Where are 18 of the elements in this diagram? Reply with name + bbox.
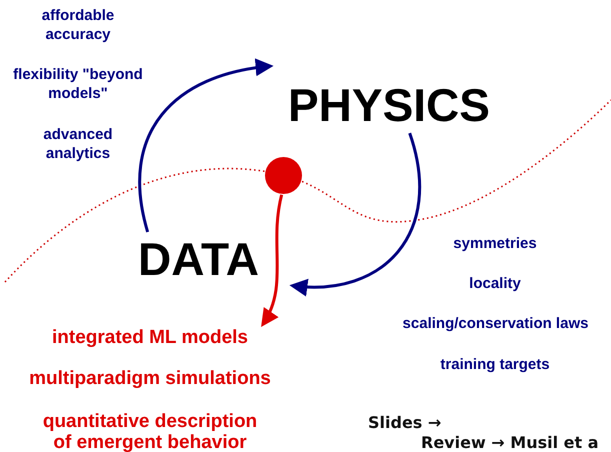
annotation-text: affordable accuracy xyxy=(40,6,116,44)
reference-note: Review → Musil et a xyxy=(421,433,599,452)
list-item: integrated ML models xyxy=(50,327,249,348)
heading-text: DATA xyxy=(135,232,293,288)
curved-arrow xyxy=(289,132,421,296)
annotation-text: advanced analytics xyxy=(42,125,114,163)
list-item: quantitative description of emergent behavior xyxy=(42,411,258,452)
list-item: multiparadigm simulations xyxy=(28,368,272,389)
curved-arrow xyxy=(261,194,284,328)
annotation-text: training targets xyxy=(439,355,551,374)
annotation-text: symmetries xyxy=(452,234,538,253)
heading-text: PHYSICS xyxy=(285,78,500,132)
annotation-text: flexibility "beyond models" xyxy=(12,65,144,103)
circle-marker xyxy=(265,157,302,194)
annotation-text: locality xyxy=(468,274,522,293)
annotation-text: scaling/conservation laws xyxy=(402,314,590,333)
curved-arrow xyxy=(138,59,274,232)
reference-note: Slides → xyxy=(368,413,442,432)
